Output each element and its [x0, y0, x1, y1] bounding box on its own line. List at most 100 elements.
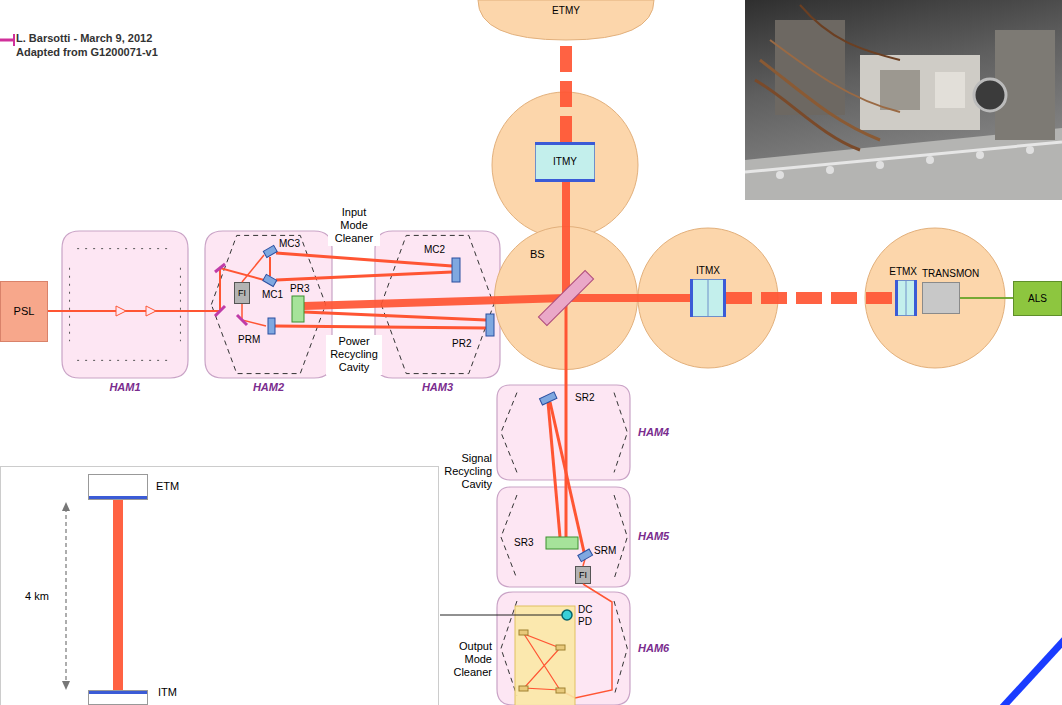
laser-beam	[242, 255, 264, 282]
mirror-optic	[268, 318, 275, 334]
dimension-label-holder: 4 km	[24, 590, 50, 603]
optic-name: MC3	[279, 238, 300, 250]
mirror-optic	[263, 274, 277, 286]
beam-splitter-optic	[538, 270, 593, 325]
curved-mirror	[292, 296, 578, 549]
optic-name: SR2	[575, 392, 594, 404]
optic-name-holder: PR3	[290, 283, 309, 295]
title-mark	[13, 34, 15, 46]
faraday-isolator-outline	[235, 283, 250, 304]
steering-mirror	[215, 264, 225, 272]
test-mass-outline	[914, 280, 917, 316]
photo	[860, 55, 980, 130]
component-name: ITMX	[696, 265, 720, 277]
dimension-label: 4 km	[24, 590, 50, 603]
photo	[876, 161, 884, 169]
inset-test-mass-outline	[89, 691, 147, 694]
chamber-name: HAM1	[109, 381, 140, 394]
inset-test-mass: ETM	[88, 474, 148, 500]
beam-splitter-optic	[538, 270, 593, 325]
laser-beam	[550, 402, 584, 552]
laser-box-outline	[1, 282, 48, 342]
component-name: BS	[530, 248, 545, 261]
optic-name-holder: MC2	[424, 244, 445, 256]
cavity-name: Power Recycling Cavity	[326, 335, 382, 375]
laser-beam	[275, 326, 486, 328]
cavity-name: Signal Recycling Cavity	[436, 452, 492, 492]
component-name: ITMY	[553, 156, 577, 168]
optic-name-holder: SR2	[575, 392, 594, 404]
decor-stroke	[1000, 636, 1062, 705]
photo	[976, 151, 984, 159]
cavity-name-holder: Input Mode Cleaner	[328, 206, 378, 246]
mirror-optic	[263, 245, 277, 257]
vacuum-chamber-outline	[62, 231, 188, 378]
photodiode	[562, 610, 572, 620]
output-mode-cleaner	[556, 645, 565, 650]
output-mode-cleaner	[515, 606, 575, 705]
curved-mirror	[546, 537, 578, 549]
output-mode-cleaner	[556, 688, 565, 693]
length-arrow	[65, 508, 66, 684]
photo	[926, 156, 934, 164]
component-name: ITM	[158, 686, 177, 699]
vacuum-chamber-circle	[492, 92, 638, 238]
laser-box: PSL	[0, 281, 48, 342]
length-arrow	[62, 502, 70, 690]
laser-beam	[304, 312, 486, 320]
transmission-monitor-shape	[922, 282, 960, 314]
direction-marker	[116, 306, 126, 316]
optic-name-holder: MC3	[279, 238, 300, 250]
curved-mirror	[292, 296, 304, 322]
cavity-name-holder: Signal Recycling Cavity	[436, 452, 492, 492]
photo	[800, 5, 900, 60]
inset-frame	[1, 467, 439, 705]
cavity-name-holder: Power Recycling Cavity	[326, 335, 380, 375]
faraday-isolator: FI	[234, 282, 250, 304]
optic-name-holder: PRM	[238, 334, 260, 346]
inset-test-mass-shape	[88, 690, 148, 705]
steering-mirror	[215, 306, 225, 316]
title-mark	[0, 34, 14, 46]
vacuum-chamber-outline	[501, 495, 627, 579]
chamber-name: HAM2	[253, 381, 284, 394]
mirror-optic	[578, 549, 593, 562]
optic-name: MC1	[262, 289, 283, 301]
length-arrow	[62, 681, 70, 690]
photo	[1026, 146, 1034, 154]
arm-cavity-beam	[113, 500, 123, 690]
optic-name-holder: SR3	[514, 537, 533, 549]
test-mass: ETMX	[895, 280, 917, 316]
optic-name-holder: PR2	[452, 338, 471, 350]
photo	[880, 70, 920, 110]
chamber-name: HAM4	[638, 426, 669, 439]
component-name: FI	[238, 288, 246, 299]
author-note-holder: L. Barsotti - March 9, 2012	[16, 32, 152, 45]
chamber-name: HAM5	[638, 530, 669, 543]
optic-name: PR2	[452, 338, 471, 350]
cavity-name: Input Mode Cleaner	[328, 206, 380, 246]
end-station-chamber: ETMY	[478, 0, 654, 40]
photo	[745, 142, 1062, 172]
component-name: ETMX	[889, 266, 917, 278]
test-mass-outline	[535, 142, 595, 145]
vacuum-chamber-outline	[70, 249, 181, 361]
test-mass-outline	[690, 279, 693, 317]
photo	[974, 79, 1006, 111]
optic-name: PRM	[238, 334, 260, 346]
green-beam	[960, 297, 1013, 299]
transmission-monitor-outline	[923, 283, 960, 314]
photo	[745, 0, 1062, 200]
component-name: TRANSMON	[922, 268, 979, 280]
steering-mirror	[215, 264, 247, 325]
test-mass: ITMY	[535, 142, 595, 182]
optic-name: PR3	[290, 283, 309, 295]
mirror-optic	[539, 392, 556, 405]
component-name: PSL	[14, 305, 35, 318]
steering-mirror	[237, 315, 247, 325]
component-name: FI	[579, 570, 587, 581]
laser-beam	[48, 268, 264, 311]
test-mass-outline	[691, 280, 726, 317]
